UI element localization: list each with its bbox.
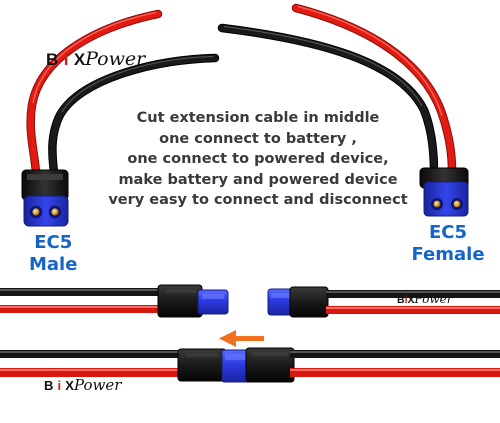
female-cable xyxy=(217,3,469,217)
description-line: one connect to battery , xyxy=(159,130,357,147)
brand-logo-bottom: B i XPower xyxy=(44,376,122,394)
male-label-name: EC5 xyxy=(34,232,73,253)
brand-logo-small: BiXPower xyxy=(397,292,453,306)
male-label: EC5 Male xyxy=(29,232,77,276)
separated-connectors xyxy=(0,284,500,318)
female-label-name: EC5 xyxy=(428,222,468,243)
description-line: very easy to connect and disconnect xyxy=(108,192,408,208)
female-label: EC5 Female xyxy=(408,222,488,266)
description-line: one connect to powered device, xyxy=(127,151,389,167)
arrow-left-icon xyxy=(219,330,264,347)
male-label-gender: Male xyxy=(29,254,78,275)
mated-connectors xyxy=(0,347,500,383)
description-line: make battery and powered device xyxy=(118,171,398,188)
description-text: Cut extension cable in middle one connec… xyxy=(108,108,408,211)
female-label-gender: Female xyxy=(411,244,485,265)
brand-logo: B i XPower xyxy=(46,48,146,70)
male-cable xyxy=(21,9,220,227)
description-line: Cut extension cable in middle xyxy=(136,110,380,126)
